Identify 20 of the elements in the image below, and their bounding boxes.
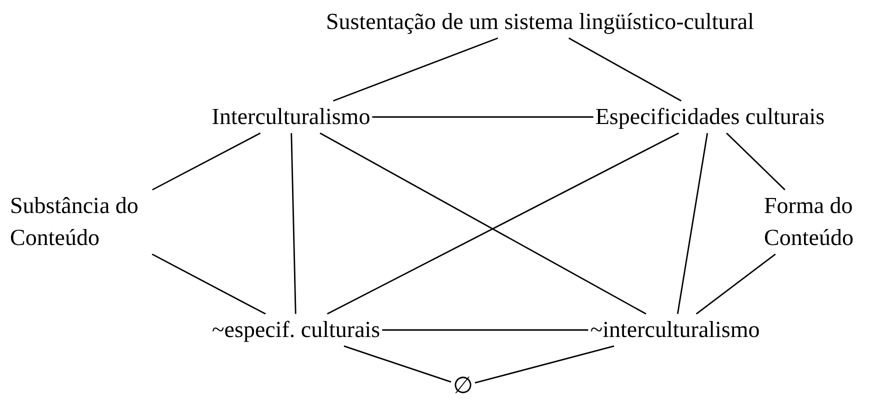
connector-line bbox=[372, 116, 594, 118]
connector-line bbox=[332, 37, 498, 102]
connector-line bbox=[152, 254, 266, 315]
connector-line bbox=[290, 133, 296, 314]
connector-line bbox=[676, 132, 708, 314]
concept-label: Forma do Conteúdo bbox=[762, 190, 873, 254]
concept-label: ∅ bbox=[451, 370, 475, 400]
connector-line bbox=[568, 37, 682, 102]
concept-label: Especificidades culturais bbox=[593, 100, 827, 134]
concept-label: ~especif. culturais bbox=[210, 314, 382, 346]
concept-label: ~interculturalismo bbox=[588, 314, 762, 346]
connector-line bbox=[382, 329, 588, 331]
connector-line bbox=[696, 254, 776, 314]
concept-label: Interculturalismo bbox=[210, 100, 372, 134]
concept-label: Sustentação de um sistema lingüístico-cultural bbox=[324, 6, 756, 38]
connector-line bbox=[474, 345, 614, 384]
connector-line bbox=[344, 345, 452, 383]
connector-line bbox=[152, 132, 261, 190]
connector-line bbox=[726, 132, 786, 190]
concept-label: Substância do Conteúdo bbox=[8, 190, 174, 254]
